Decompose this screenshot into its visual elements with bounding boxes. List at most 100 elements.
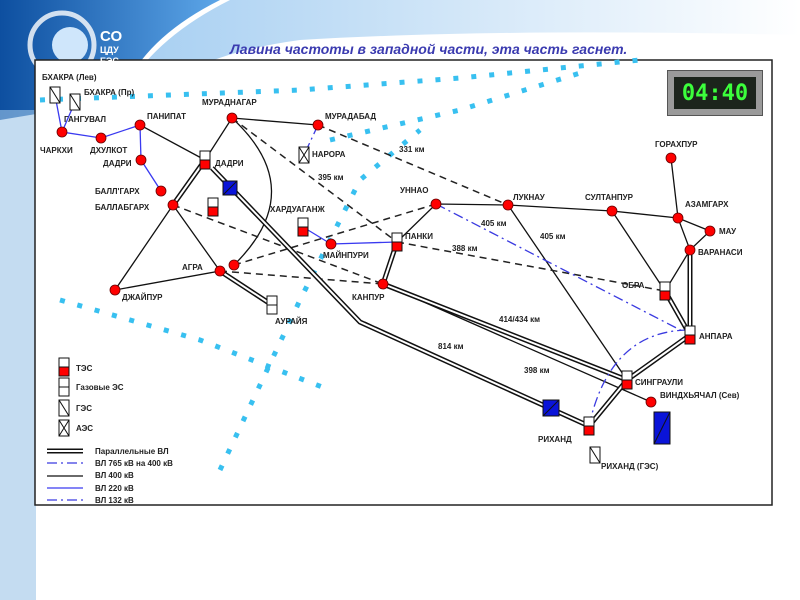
legend-l765: ВЛ 765 кВ на 400 кВ	[95, 459, 173, 468]
legend-gas: Газовые ЭС	[76, 383, 124, 392]
distance-label: 395 км	[318, 173, 344, 182]
timer-value: 04:40	[674, 77, 756, 109]
node-kanpur[interactable]	[377, 278, 389, 290]
legend-l132: ВЛ 132 кВ	[95, 496, 134, 505]
node-muradnagar[interactable]	[226, 112, 238, 124]
gas-plant-auraiya[interactable]	[266, 295, 278, 315]
timer-display: 04:40	[667, 70, 763, 116]
legend	[47, 448, 83, 501]
distance-label: 398 км	[524, 366, 550, 375]
label-gorakhpur: ГОРАХПУР	[655, 140, 698, 149]
label-unnao: УННАО	[400, 186, 428, 195]
hydro-unit-dadri[interactable]	[222, 180, 238, 196]
label-singrauli: СИНГРАУЛИ	[635, 378, 683, 387]
tpp-dadri2[interactable]	[207, 197, 219, 217]
tpp-anpara[interactable]	[684, 325, 696, 345]
node-azamgarh[interactable]	[672, 212, 684, 224]
node-muradabad[interactable]	[312, 119, 324, 131]
legend-parallel: Параллельные ВЛ	[95, 447, 169, 456]
tpp-obra[interactable]	[659, 281, 671, 301]
logo-line-1: СО	[100, 28, 123, 45]
distance-label: 405 км	[540, 232, 566, 241]
legend-nuclear: АЭС	[76, 424, 93, 433]
hydro-unit-rihand[interactable]	[542, 399, 560, 417]
page-title: Лавина частоты в западной части, эта час…	[230, 41, 628, 57]
label-ballabgarh: БАЛЛАБГАРХ	[95, 203, 150, 212]
gas-plant-legend-gas[interactable]	[58, 377, 70, 397]
label-auraiya: АУРАЙЯ	[275, 317, 308, 326]
label-luknau: ЛУКНАУ	[513, 193, 546, 202]
label-azamgarh: АЗАМГАРХ	[685, 200, 729, 209]
label-harduaganj: ХАРДУАГАНЖ	[270, 205, 325, 214]
label-panki: ПАНКИ	[405, 232, 433, 241]
logo-line-3: ЕЭС	[100, 56, 119, 66]
distance-label: 814 км	[438, 342, 464, 351]
label-muradnagar: МУРАДНАГАР	[202, 98, 257, 107]
label-vindhyachal: ВИНДХЬЯЧАЛ (Сев)	[660, 391, 740, 400]
label-dadri: ДАДРИ	[215, 159, 244, 168]
label-sultanpur: СУЛТАНПУР	[585, 193, 634, 202]
node-agra[interactable]	[214, 265, 226, 277]
label-anpara: АНПАРА	[699, 332, 733, 341]
legend-tpp: ТЭС	[76, 364, 93, 373]
label-obra: ОБРА	[622, 281, 645, 290]
node-unnao[interactable]	[430, 198, 442, 210]
node-ballabgarh[interactable]	[167, 199, 179, 211]
hydro-plant-bhakra_pr[interactable]	[69, 93, 81, 111]
tpp-harduaganj[interactable]	[297, 217, 309, 237]
node-vindhyachal[interactable]	[645, 396, 657, 408]
node-ballgarh[interactable]	[155, 185, 167, 197]
label-dadri_small: ДАДРИ	[103, 159, 132, 168]
label-ballgarh: БАЛЛ'ГАРХ	[95, 187, 140, 196]
distance-label: 414/434 км	[499, 315, 540, 324]
label-jaipur: ДЖАЙПУР	[122, 293, 163, 302]
distance-label: 331 км	[399, 145, 425, 154]
legend-l400: ВЛ 400 кВ	[95, 471, 134, 480]
nuclear-plant-narora[interactable]	[298, 146, 310, 164]
label-dhulkot: ДХУЛКОТ	[90, 146, 127, 155]
label-bhakra_lev: БХАКРА (Лев)	[42, 73, 97, 82]
legend-l220: ВЛ 220 кВ	[95, 484, 134, 493]
legend-hydro: ГЭС	[76, 404, 92, 413]
tpp-rihand[interactable]	[583, 416, 595, 436]
node-dhulkot[interactable]	[95, 132, 107, 144]
label-bhakra_pr: БХАКРА (Пр)	[84, 88, 134, 97]
node-luknau[interactable]	[502, 199, 514, 211]
distance-label: 405 км	[481, 219, 507, 228]
label-kanpur: КАНПУР	[352, 293, 385, 302]
node-varanasi[interactable]	[684, 244, 696, 256]
distance-label: 388 км	[452, 244, 478, 253]
label-rihand_ges: РИХАНД (ГЭС)	[601, 462, 659, 471]
node-mainpuri[interactable]	[325, 238, 337, 250]
tpp-dadri[interactable]	[199, 150, 211, 170]
node-agra2[interactable]	[228, 259, 240, 271]
node-charkhi[interactable]	[56, 126, 68, 138]
tpp-legend-tpp[interactable]	[58, 357, 70, 377]
logo-line-2: ЦДУ	[100, 45, 119, 55]
hydro-plant-bhakra_lev[interactable]	[49, 86, 61, 104]
label-charkhi: ЧАРКХИ	[40, 146, 73, 155]
label-agra: АГРА	[182, 263, 203, 272]
label-varanasi: ВАРАНАСИ	[698, 248, 743, 257]
node-mau[interactable]	[704, 225, 716, 237]
label-rihand: РИХАНД	[538, 435, 572, 444]
node-jaipur[interactable]	[109, 284, 121, 296]
nuclear-plant-legend-nuclear[interactable]	[58, 419, 70, 437]
tpp-singrauli[interactable]	[621, 370, 633, 390]
node-gorakhpur[interactable]	[665, 152, 677, 164]
label-panipat: ПАНИПАТ	[147, 112, 186, 121]
node-sultanpur[interactable]	[606, 205, 618, 217]
hydro-unit-vindhyachal[interactable]	[653, 411, 671, 445]
label-narora: НАРОРА	[312, 150, 346, 159]
label-mau: МАУ	[719, 227, 737, 236]
hydro-plant-legend-hydro[interactable]	[58, 399, 70, 417]
label-ganguval: ГАНГУВАЛ	[64, 115, 106, 124]
label-mainpuri: МАЙНПУРИ	[323, 251, 369, 260]
tpp-panki[interactable]	[391, 232, 403, 252]
node-panipat[interactable]	[134, 119, 146, 131]
hydro-plant-rihand_ges[interactable]	[589, 446, 601, 464]
node-dadri_small[interactable]	[135, 154, 147, 166]
label-muradabad: МУРАДАБАД	[325, 112, 376, 121]
